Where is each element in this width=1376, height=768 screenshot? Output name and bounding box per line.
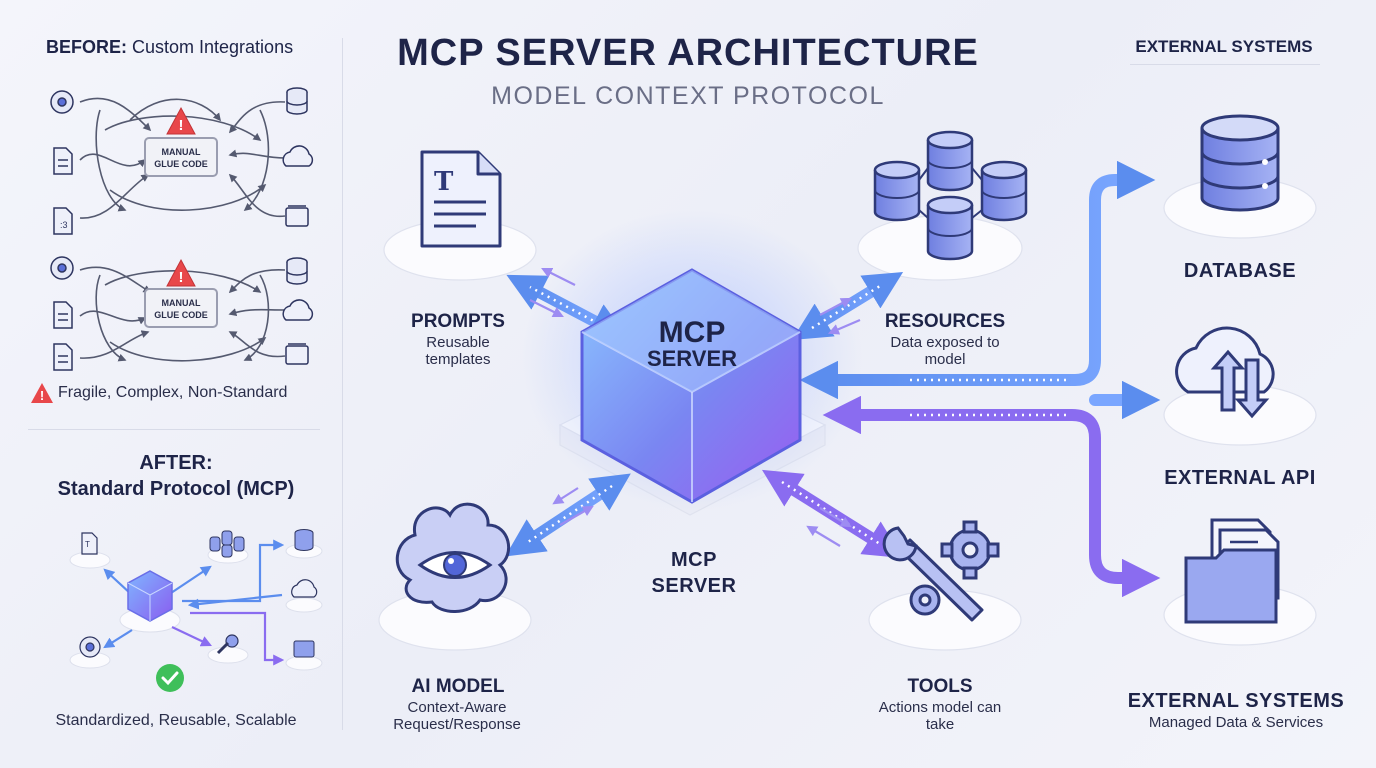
before-diagram: :3 ! ! <box>50 87 314 371</box>
database-icon <box>294 529 314 551</box>
database-icon <box>286 87 308 115</box>
warning-icon: ! <box>166 258 196 287</box>
heading-underline <box>1130 64 1320 65</box>
folder-icon <box>1184 518 1280 624</box>
document-icon <box>53 301 73 329</box>
main-diagram: T <box>378 114 1317 651</box>
tools-label: TOOLS <box>907 676 973 697</box>
after-footer: Standardized, Reusable, Scalable <box>55 712 297 729</box>
cloud-sync-icon <box>1175 326 1275 419</box>
database-cluster-icon <box>873 130 1028 261</box>
document-icon <box>53 147 73 175</box>
database-icon <box>1200 114 1280 212</box>
document-icon: T <box>81 532 98 555</box>
mini-mcp-cube <box>127 570 173 622</box>
wrench-gear-icon <box>882 520 1000 622</box>
svg-text:T: T <box>85 540 90 549</box>
after-heading: AFTER: Standard Protocol (MCP) <box>57 452 295 500</box>
folder-icon <box>285 205 309 227</box>
horizontal-divider <box>28 429 320 430</box>
database-label: DATABASE <box>1183 260 1297 282</box>
vertical-divider <box>342 38 343 730</box>
resources-desc: Data exposed to model <box>890 334 1000 368</box>
database-icon <box>286 257 308 285</box>
external-systems-heading: EXTERNAL SYSTEMS <box>1135 37 1313 56</box>
brain-icon <box>50 256 74 280</box>
code-file-icon: :3 <box>53 207 73 235</box>
after-diagram: T <box>69 529 323 692</box>
cube-label: MCP SERVER <box>646 316 738 371</box>
brain-icon <box>79 636 101 658</box>
svg-text:T: T <box>434 167 454 197</box>
brain-eye-icon <box>395 502 510 613</box>
svg-text:!: ! <box>179 117 184 134</box>
server-base-label: MCP SERVER <box>651 549 737 597</box>
svg-text:!: ! <box>40 388 44 403</box>
cloud-icon <box>282 299 314 321</box>
tools-desc: Actions model can take <box>878 699 1002 733</box>
resources-label: RESOURCES <box>884 311 1006 332</box>
mcp-server-cube <box>580 268 802 504</box>
cloud-icon <box>291 579 318 598</box>
cloud-icon <box>282 145 314 167</box>
external-systems-label: EXTERNAL SYSTEMS <box>1127 690 1345 712</box>
wrench-gear-icon <box>216 634 239 655</box>
warning-icon: ! <box>166 106 196 135</box>
brain-icon <box>50 90 74 114</box>
prompts-desc: Reusable templates <box>425 334 491 368</box>
page-title: MCP SERVER ARCHITECTURE <box>397 32 979 74</box>
ai-model-desc: Context-Aware Request/Response <box>393 699 521 733</box>
external-systems-desc: Managed Data & Services <box>1148 714 1324 731</box>
ai-model-label: AI MODEL <box>411 676 505 697</box>
warning-icon: ! <box>31 383 53 403</box>
folder-icon <box>285 343 309 365</box>
before-heading: BEFORE: Custom Integrations <box>46 37 294 57</box>
svg-text::3: :3 <box>60 220 68 230</box>
check-icon <box>156 664 184 692</box>
page-subtitle: MODEL CONTEXT PROTOCOL <box>491 82 885 110</box>
document-icon <box>53 343 73 371</box>
svg-text:!: ! <box>179 269 184 286</box>
database-cluster-icon <box>209 530 245 558</box>
before-footer: Fragile, Complex, Non-Standard <box>58 384 288 401</box>
document-icon: T <box>420 150 502 248</box>
prompts-label: PROMPTS <box>411 311 505 332</box>
folder-icon <box>293 640 315 658</box>
external-api-label: EXTERNAL API <box>1164 467 1316 489</box>
